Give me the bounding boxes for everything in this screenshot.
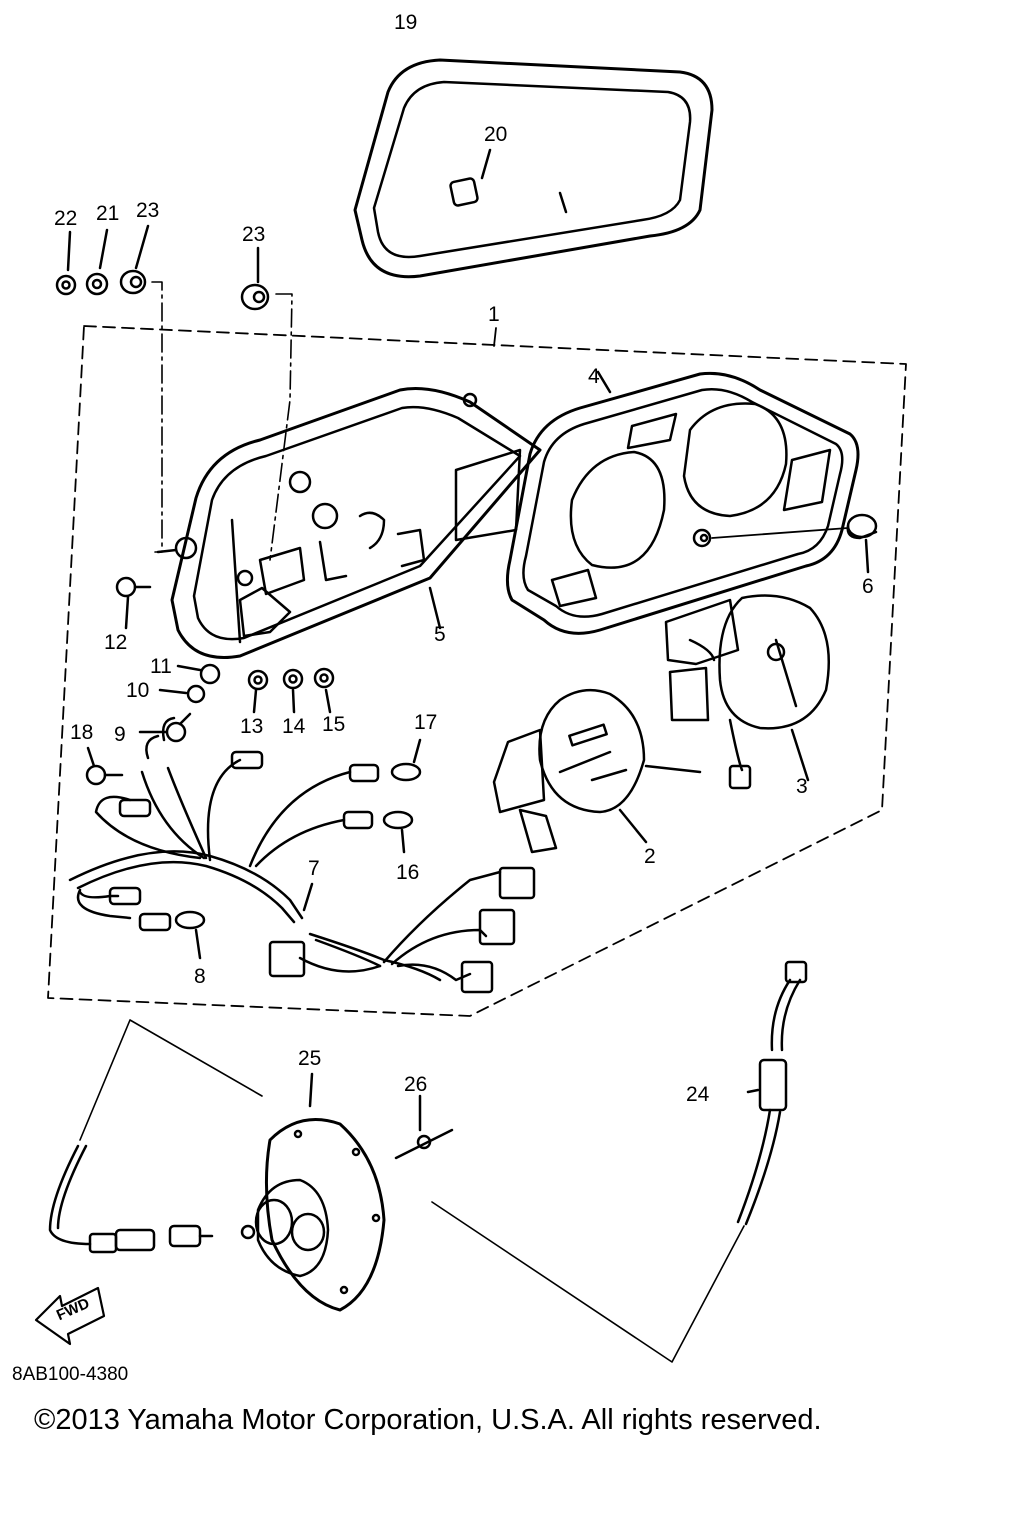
callout-10: 10: [126, 679, 150, 702]
callout-16: 16: [396, 861, 420, 884]
part-4-meter-face: [505, 370, 860, 635]
part-17-bulb: [390, 738, 422, 782]
callout-11: 11: [150, 655, 172, 678]
part-25-meter-gear: [240, 1072, 386, 1312]
speedometer-cable-lower: [48, 1144, 214, 1254]
part-22-nut: [55, 230, 77, 296]
part-15-nut: [313, 667, 335, 714]
part-20-pad: [449, 148, 492, 207]
callout-3: 3: [796, 775, 808, 798]
copyright-notice: ©2013 Yamaha Motor Corporation, U.S.A. A…: [34, 1404, 822, 1436]
callout-2: 2: [644, 845, 656, 868]
callout-4: 4: [588, 365, 600, 388]
callout-9: 9: [114, 723, 126, 746]
part-5-meter-case: [156, 387, 542, 659]
callout-18: 18: [70, 721, 94, 744]
part-23-grommet-left: [119, 224, 163, 553]
part-12-screw: [115, 576, 152, 630]
callout-21: 21: [96, 202, 120, 225]
callout-5: 5: [434, 623, 446, 646]
callout-17: 17: [414, 711, 438, 734]
callout-25: 25: [298, 1047, 322, 1070]
callout-23-right: 23: [242, 223, 266, 246]
callout-8: 8: [194, 965, 206, 988]
callout-15: 15: [322, 713, 346, 736]
part-16-bulb: [382, 810, 414, 854]
callout-13: 13: [240, 715, 264, 738]
part-26-pin: [394, 1094, 454, 1160]
part-8-bulb: [174, 910, 206, 960]
assembly-boundary-1: [47, 325, 907, 1017]
callout-14: 14: [282, 715, 306, 738]
part-9-screw: [138, 712, 192, 743]
part-2-speedometer: [492, 688, 702, 854]
callout-12: 12: [104, 631, 128, 654]
part-10-washer: [158, 684, 206, 704]
part-14-washer: [282, 668, 304, 714]
callout-20: 20: [484, 123, 508, 146]
part-24-speedometer-cable: [736, 960, 808, 1226]
part-23-grommet-right: [240, 246, 293, 561]
callout-22: 22: [54, 207, 78, 230]
drawing-code: 8AB100-4380: [12, 1364, 129, 1385]
fwd-arrow: [34, 1286, 106, 1346]
part-13-grommet: [247, 669, 269, 714]
callout-7: 7: [308, 857, 320, 880]
callout-19: 19: [394, 11, 418, 34]
part-18-screw: [85, 746, 124, 786]
callout-6: 6: [862, 575, 874, 598]
callout-23-left: 23: [136, 199, 160, 222]
part-3-tachometer: [664, 594, 831, 790]
part-11-nut: [176, 663, 221, 685]
part-21-washer: [85, 228, 109, 296]
leader-lines: [79, 1019, 745, 1363]
part-6-cap: [692, 513, 878, 574]
callout-1: 1: [488, 303, 500, 326]
part-7-wire-harness: [68, 716, 536, 994]
callout-24: 24: [686, 1083, 710, 1106]
callout-26: 26: [404, 1073, 428, 1096]
part-19-meter-lens-cover: [353, 58, 714, 279]
